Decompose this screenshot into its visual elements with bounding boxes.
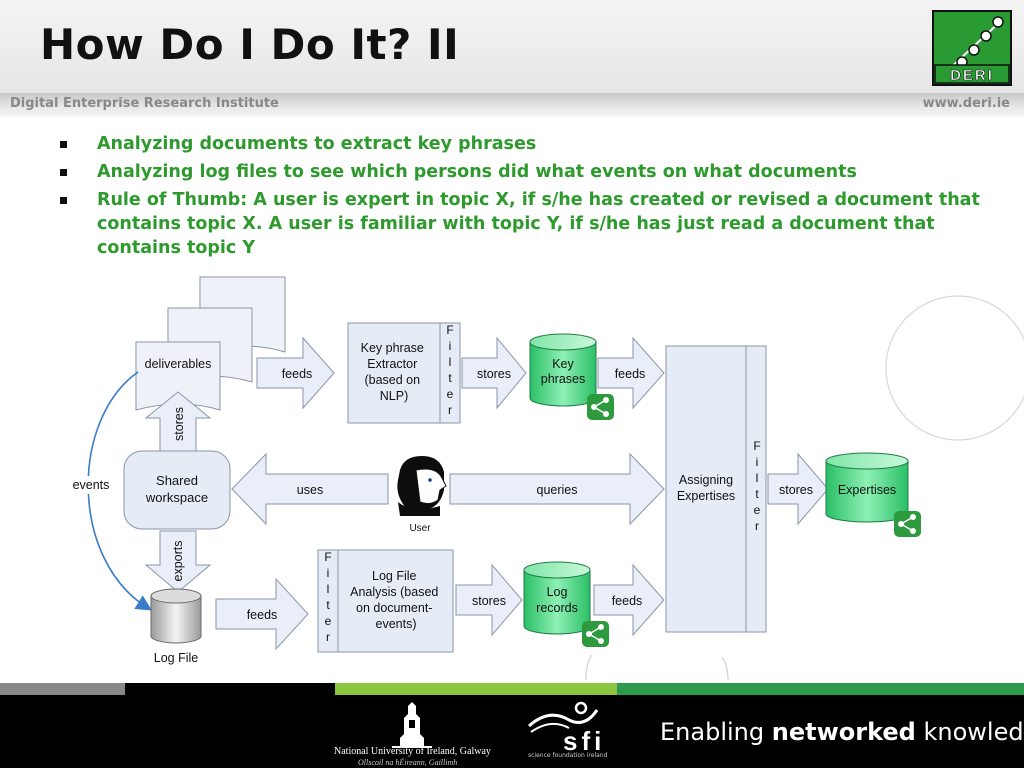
events-label: events (73, 478, 110, 492)
feeds-arrow-3 (215, 577, 309, 651)
sfi-name: science foundation ireland (528, 752, 608, 759)
deliverables-documents (135, 276, 286, 411)
sfi-logo-icon: sfi (527, 701, 605, 756)
log-file-analysis-label: Log File Analysis (based on document- ev… (350, 569, 442, 631)
feeds-label-1: feeds (282, 367, 313, 381)
background-arc (585, 654, 593, 680)
stores-arrow-2 (455, 563, 523, 637)
keyphrase-extractor-box (347, 322, 441, 424)
bullet-text: Analyzing log files to see which persons… (97, 162, 857, 182)
log-file-analysis-box (337, 549, 454, 653)
keyphrase-extractor-label: Key phrase Extractor (based on NLP) (361, 341, 428, 403)
footer-tagline: Enabling networked knowledge. (660, 718, 1024, 746)
tagline-post: knowledge. (923, 718, 1024, 746)
filter-column-2 (745, 345, 767, 633)
institute-bar: Digital Enterprise Research Institute ww… (0, 93, 1024, 117)
feeds-label-2: feeds (615, 367, 646, 381)
uses-label: uses (297, 483, 323, 497)
feeds-arrow-2 (597, 336, 665, 410)
filter-column-1 (439, 322, 461, 424)
assigning-expertises-box (665, 345, 747, 633)
institute-url[interactable]: www.deri.ie (922, 96, 1010, 111)
bullet-text: Analyzing documents to extract key phras… (97, 134, 537, 154)
log-file-cylinder (150, 588, 202, 644)
stores-arrow-3 (767, 452, 829, 526)
key-phrases-cylinder (529, 333, 597, 407)
queries-label: queries (537, 483, 578, 497)
background-arc (721, 656, 729, 680)
bullet-item: Analyzing log files to see which persons… (58, 160, 988, 184)
bullet-marker (60, 169, 67, 176)
log-file-label: Log File (154, 651, 199, 665)
slide-header: How Do I Do It? II DERI (0, 0, 1024, 93)
stores-up-label: stores (172, 407, 186, 441)
feeds-arrow-4 (593, 563, 665, 637)
background-circle (885, 295, 1024, 441)
bullet-marker (60, 141, 67, 148)
bullet-marker (60, 197, 67, 204)
expertises-label: Expertises (838, 483, 896, 497)
feeds-arrow-1 (256, 336, 335, 410)
queries-arrow (449, 452, 665, 526)
stores-arrow-1 (461, 336, 527, 410)
sfi-logo-text: sfi (563, 726, 605, 756)
stores-label-3: stores (779, 483, 813, 497)
footer-stripe (0, 683, 1024, 695)
bullet-text: Rule of Thumb: A user is expert in topic… (97, 190, 980, 258)
bullet-list: Analyzing documents to extract key phras… (58, 132, 988, 264)
stores-label-2: stores (472, 594, 506, 608)
bullet-item: Analyzing documents to extract key phras… (58, 132, 988, 156)
tagline-pre: Enabling (660, 718, 772, 746)
institute-name: Digital Enterprise Research Institute (10, 96, 279, 111)
share-icon (587, 394, 614, 420)
slide-title: How Do I Do It? II (40, 20, 460, 69)
logo-text: DERI (950, 67, 994, 84)
stores-up-arrow (144, 391, 212, 453)
footer (0, 695, 1024, 768)
shared-workspace-box (123, 450, 231, 530)
bullet-item: Rule of Thumb: A user is expert in topic… (58, 188, 988, 260)
uses-arrow (231, 452, 389, 526)
exports-label: exports (171, 541, 185, 582)
exports-down-arrow (144, 530, 212, 593)
deri-logo: DERI (932, 10, 1012, 86)
user-avatar-icon (397, 456, 447, 516)
tagline-bold: networked (771, 718, 916, 746)
nuig-name: National University of Ireland, Galway (334, 746, 491, 757)
deliverables-label: deliverables (145, 357, 212, 371)
log-records-cylinder (523, 561, 591, 635)
expertises-cylinder (825, 452, 909, 523)
stores-label-1: stores (477, 367, 511, 381)
feeds-label-3: feeds (247, 608, 278, 622)
nuig-name-irish: Ollscoil na hÉireann, Gaillimh (358, 758, 458, 767)
user-label: User (409, 523, 431, 534)
share-icon (582, 621, 609, 647)
feeds-label-4: feeds (612, 594, 643, 608)
share-icon (894, 511, 921, 537)
nuig-crest-icon (392, 702, 432, 748)
